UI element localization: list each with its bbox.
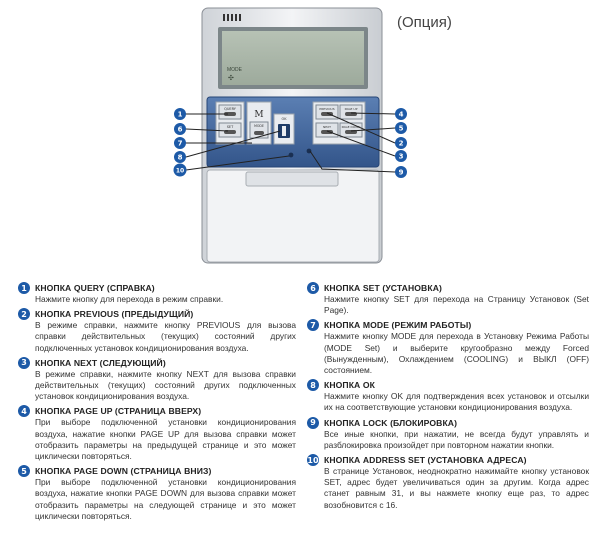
svg-text:5: 5	[399, 125, 404, 133]
svg-text:8: 8	[178, 154, 183, 162]
item-description: Нажмите кнопку SET для перехода на Стран…	[324, 294, 589, 316]
list-item: 6 КНОПКА SET (УСТАНОВКА) Нажмите кнопку S…	[307, 282, 589, 316]
item-title: КНОПКА PAGE DOWN (СТРАНИЦА ВНИЗ)	[35, 466, 212, 477]
item-title: КНОПКА PAGE UP (СТРАНИЦА ВВЕРХ)	[35, 406, 202, 417]
list-item: 5 КНОПКА PAGE DOWN (СТРАНИЦА ВНИЗ) При вы…	[18, 465, 296, 522]
lcd-mode-text: MODE	[227, 67, 243, 73]
list-item: 3 КНОПКА NEXT (СЛЕДУЮЩИЙ) В режиме справк…	[18, 356, 296, 403]
svg-text:6: 6	[178, 126, 183, 134]
svg-text:QUERY: QUERY	[224, 107, 237, 111]
item-number-badge: 4	[18, 405, 30, 418]
callout-leaders	[185, 112, 396, 173]
svg-text:9: 9	[399, 169, 404, 177]
item-number-badge: 7	[307, 319, 319, 332]
lcd-screen	[222, 31, 364, 85]
svg-text:M: M	[254, 110, 263, 120]
item-description: Нажмите кнопку MODE для перехода в Устан…	[324, 331, 589, 376]
svg-text:PREVIOUS: PREVIOUS	[319, 107, 334, 111]
svg-text:3: 3	[399, 153, 404, 161]
item-title: КНОПКА ОК	[324, 380, 375, 391]
svg-text:PAGE DOWN: PAGE DOWN	[342, 125, 361, 129]
item-number-badge: 2	[18, 308, 30, 321]
svg-text:SET: SET	[227, 125, 234, 129]
lock-button-hole[interactable]	[288, 152, 294, 158]
button-descriptions-right: 6 КНОПКА SET (УСТАНОВКА) Нажмите кнопку S…	[307, 282, 589, 514]
item-title: КНОПКА LOCK (БЛОКИРОВКА)	[324, 417, 458, 428]
controller-figure: MODE ✣ QUERY SET M MODE OK PREVIOUS PAGE…	[173, 7, 407, 264]
item-description: Нажмите кнопку для перехода в режим спра…	[35, 294, 224, 304]
item-title: КНОПКА SET (УСТАНОВКА)	[324, 283, 442, 293]
list-item: 1 КНОПКА QUERY (СПРАВКА) Нажмите кнопку д…	[18, 282, 296, 305]
callout-numbers: 1 6 7 8 10 4 5 2 3 9	[173, 108, 407, 178]
item-number-badge: 8	[307, 379, 319, 392]
item-description: В странице Установок, неоднократно нажим…	[324, 466, 589, 510]
item-number-badge: 6	[307, 282, 319, 294]
item-description: В режиме справки, нажмите кнопку NEXT дл…	[35, 368, 296, 402]
list-item: 9 КНОПКА LOCK (БЛОКИРОВКА) Все иные кнопк…	[307, 416, 589, 451]
item-title: КНОПКА QUERY (СПРАВКА)	[35, 283, 155, 293]
svg-text:1: 1	[178, 111, 183, 119]
item-description: В режиме справки, нажмите кнопку PREVIOU…	[35, 320, 296, 353]
svg-text:4: 4	[399, 111, 404, 119]
option-label: (Опция)	[397, 14, 452, 31]
svg-text:PAGE UP: PAGE UP	[345, 107, 358, 111]
item-title: КНОПКА PREVIOUS (ПРЕДЫДУЩИЙ)	[35, 309, 194, 320]
svg-text:NEXT: NEXT	[323, 125, 331, 129]
item-number-badge: 3	[18, 356, 30, 369]
svg-text:OK: OK	[281, 117, 287, 121]
item-title: КНОПКА ADDRESS SET (УСТАНОВКА АДРЕСА)	[324, 455, 527, 466]
list-item: 8 КНОПКА ОК Нажмите кнопку OK для подтвер…	[307, 379, 589, 413]
item-description: Нажмите кнопку OK для подтверждения всех…	[324, 391, 589, 413]
item-description: При выборе подключенной установки кондиц…	[35, 477, 296, 521]
lower-cover	[206, 169, 380, 263]
svg-text:7: 7	[178, 140, 183, 148]
svg-text:2: 2	[399, 140, 404, 148]
svg-text:MODE: MODE	[254, 124, 264, 128]
list-item: 4 КНОПКА PAGE UP (СТРАНИЦА ВВЕРХ) При выб…	[18, 405, 296, 462]
item-title: КНОПКА MODE (РЕЖИМ РАБОТЫ)	[324, 320, 472, 331]
item-number-badge: 1	[18, 282, 30, 294]
item-number-badge: 10	[307, 454, 319, 467]
item-number-badge: 5	[18, 465, 30, 478]
item-title: КНОПКА NEXT (СЛЕДУЮЩИЙ)	[35, 357, 166, 368]
item-description: Все иные кнопки, при нажатии, не всегда …	[324, 428, 589, 450]
fan-icon: ✣	[228, 74, 234, 82]
cover-latch	[245, 171, 339, 187]
list-item: 2 КНОПКА PREVIOUS (ПРЕДЫДУЩИЙ) В режиме с…	[18, 308, 296, 354]
item-description: При выборе подключенной установки кондиц…	[35, 417, 296, 462]
svg-text:10: 10	[176, 168, 184, 175]
list-item: 7 КНОПКА MODE (РЕЖИМ РАБОТЫ) Нажмите кноп…	[307, 319, 589, 376]
item-number-badge: 9	[307, 416, 319, 429]
vent-slots	[223, 14, 241, 21]
button-descriptions-left: 1 КНОПКА QUERY (СПРАВКА) Нажмите кнопку д…	[18, 282, 296, 525]
